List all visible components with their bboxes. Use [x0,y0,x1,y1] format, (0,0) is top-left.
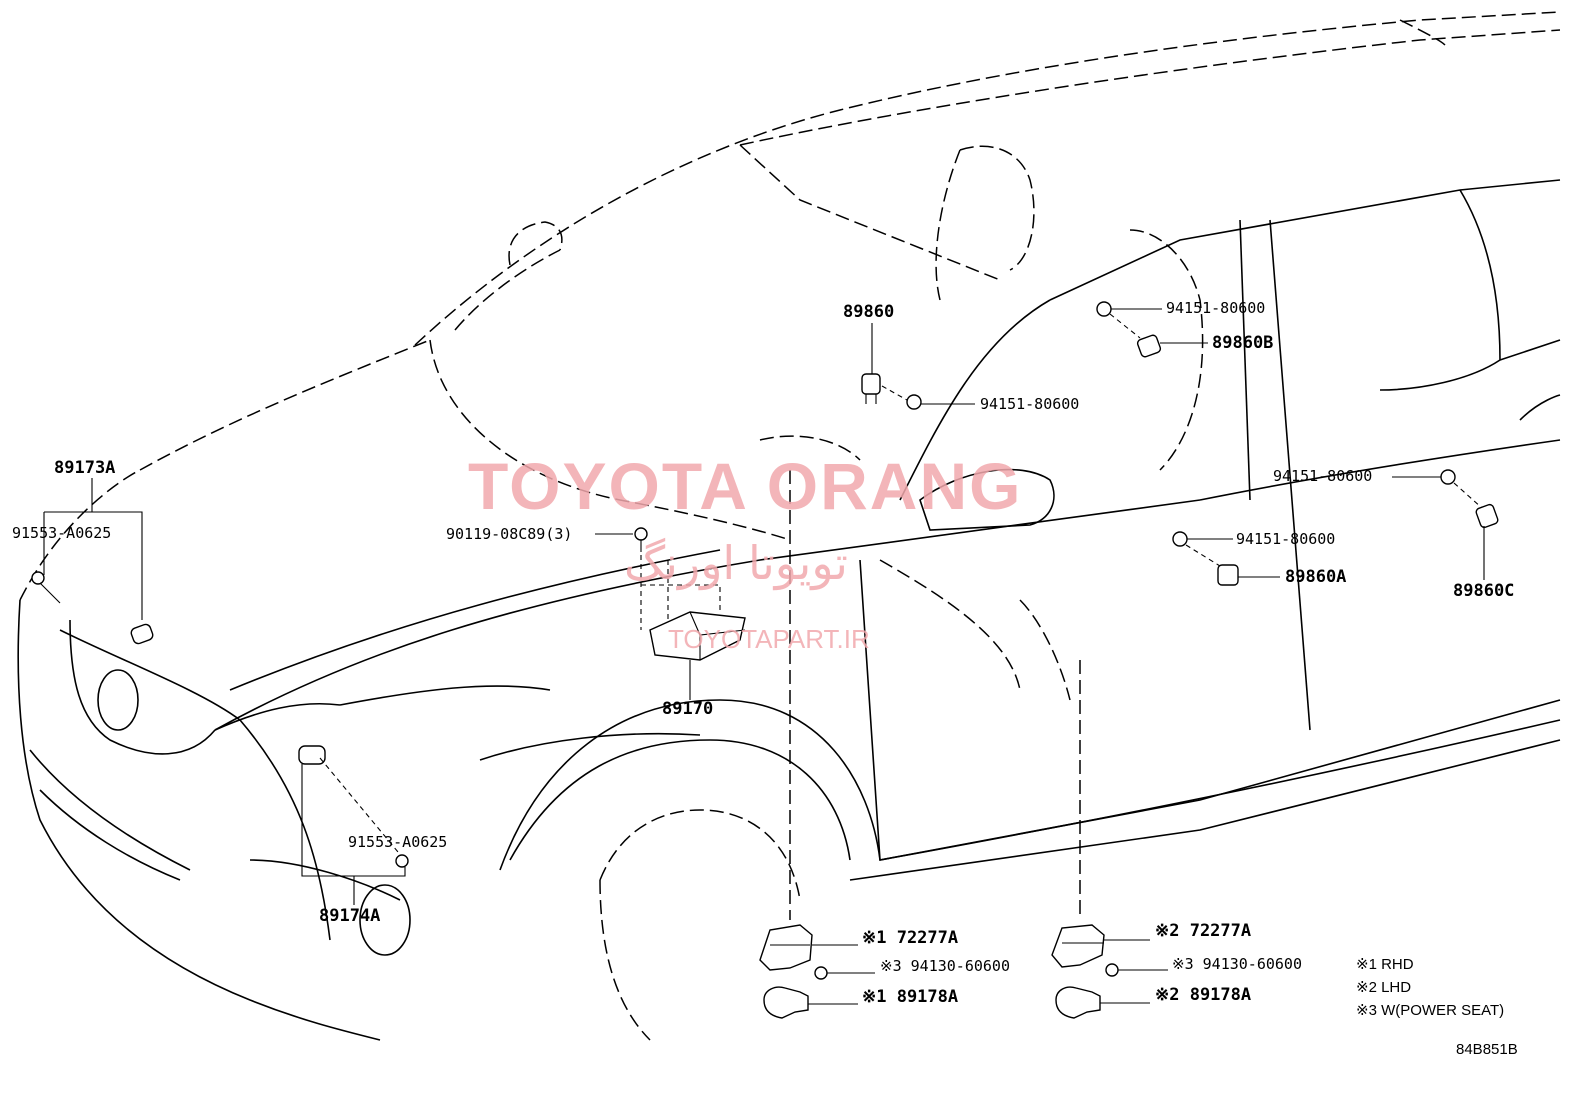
label-89860C: 89860C [1453,581,1515,601]
watermark-persian: تویوتا اورنگ [624,537,848,589]
legend-rhd: ※1 RHD [1356,956,1414,973]
legend-power-seat: ※3 W(POWER SEAT) [1356,1002,1505,1019]
watermark-title: TOYOTA ORANG [468,449,1023,523]
legend-lhd: ※2 LHD [1356,979,1412,996]
label-94151-a: 94151-80600 [980,395,1080,413]
diagram-code: 84B851B [1456,1041,1518,1058]
label-91553-top: 91553-A0625 [12,524,112,542]
label-94151-d: 94151-80600 [1236,530,1336,548]
watermark-site: TOYOTAPART.IR [668,624,870,654]
label-94130-right: ※3 94130-60600 [1172,955,1302,973]
label-89178A-lhd: ※2 89178A [1155,985,1252,1005]
label-89860B: 89860B [1212,333,1274,353]
label-94151-c: 94151-80600 [1273,467,1373,485]
label-89174A: 89174A [319,906,381,926]
label-89178A-rhd: ※1 89178A [862,987,959,1007]
label-90119: 90119-08C89(3) [446,525,573,543]
label-89170: 89170 [662,699,714,719]
label-72277A-lhd: ※2 72277A [1155,921,1252,941]
label-89173A: 89173A [54,458,116,478]
label-89860: 89860 [843,302,895,322]
label-89860A: 89860A [1285,567,1347,587]
label-94151-b: 94151-80600 [1166,299,1266,317]
label-91553-bottom: 91553-A0625 [348,833,448,851]
label-94130-left: ※3 94130-60600 [880,957,1010,975]
label-72277A-rhd: ※1 72277A [862,928,959,948]
